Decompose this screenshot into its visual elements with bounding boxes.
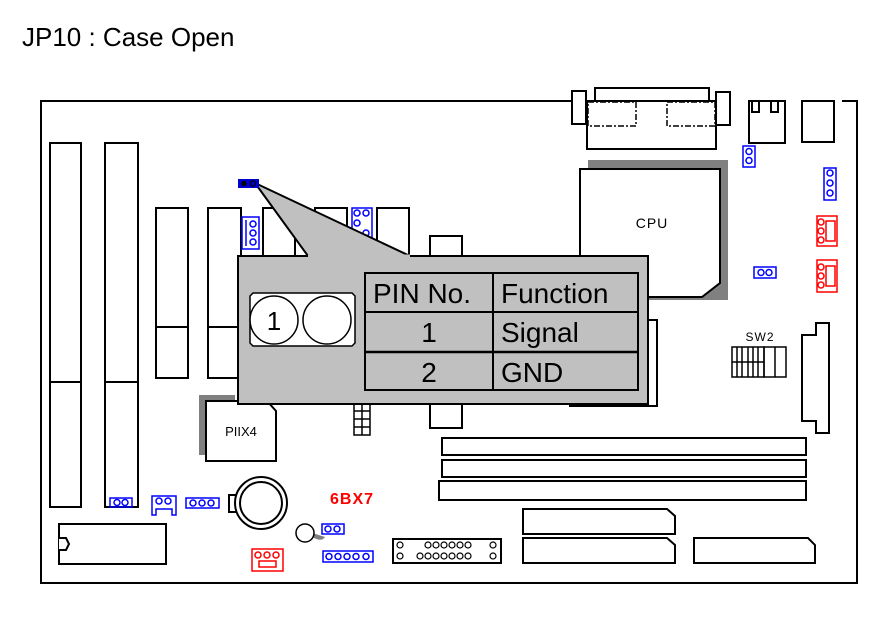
pci-slot-1 (155, 207, 189, 379)
bios-chip (58, 523, 167, 565)
jumper-blue-right-1 (742, 145, 756, 168)
jumper-blue-left-3 (185, 497, 220, 509)
board-outline (40, 100, 858, 584)
power-connector (801, 322, 830, 434)
resistor-array (353, 402, 371, 436)
jumper-blue-bottom-1 (321, 523, 345, 535)
jp10-jumper[interactable] (238, 179, 259, 188)
jumper-red-right-1 (816, 215, 838, 247)
board-model-label: 6BX7 (330, 491, 374, 508)
dimm-slot-2 (441, 459, 807, 478)
jp10-connector-enlarged: 1 (249, 292, 356, 347)
jumper-blue-left-2 (151, 495, 177, 516)
page-title: JP10 : Case Open (22, 22, 235, 52)
table-row-1-pin: 1 (421, 317, 437, 348)
buzzer (295, 523, 325, 543)
jumper-red-bottom (251, 548, 284, 572)
jumper-blue-right-2 (823, 167, 837, 201)
table-header-pin: PIN No. (373, 278, 471, 309)
pin-1-label: 1 (267, 306, 281, 336)
piix4-label: PIIX4 (225, 424, 257, 439)
ps2-connector (748, 100, 786, 144)
table-header-function: Function (501, 278, 608, 309)
sw2-dip-switch: SW2 (731, 330, 787, 378)
front-panel-header (392, 538, 502, 564)
jumper-blue-right-3 (753, 266, 777, 279)
pin-table: PIN No. Function 1 Signal 2 GND (364, 272, 639, 391)
floppy-connector (693, 537, 816, 564)
battery (228, 476, 288, 530)
usb-connector (801, 100, 835, 143)
pci-slot-2 (207, 207, 242, 379)
ide-connector-2 (522, 537, 676, 564)
parallel-port-connector (571, 87, 731, 150)
isa-slot-2 (104, 142, 139, 508)
dimm-slot-1 (441, 437, 807, 456)
table-row-1-function: Signal (501, 317, 579, 348)
jumper-red-right-2 (816, 259, 838, 293)
jumper-blue-bottom-2 (322, 550, 374, 563)
jumper-blue-pci-1 (241, 216, 260, 250)
cpu-label: CPU (636, 215, 669, 231)
sw2-label: SW2 (745, 330, 774, 344)
table-row-2-function: GND (501, 357, 563, 388)
jp10-callout: 1 PIN No. Function 1 Signal 2 GND (237, 179, 649, 405)
isa-slot-1 (49, 142, 82, 508)
table-row-2-pin: 2 (421, 357, 437, 388)
dimm-slot-3 (438, 480, 807, 501)
ide-connector-1 (522, 508, 676, 535)
jumper-blue-left-1 (109, 497, 133, 508)
